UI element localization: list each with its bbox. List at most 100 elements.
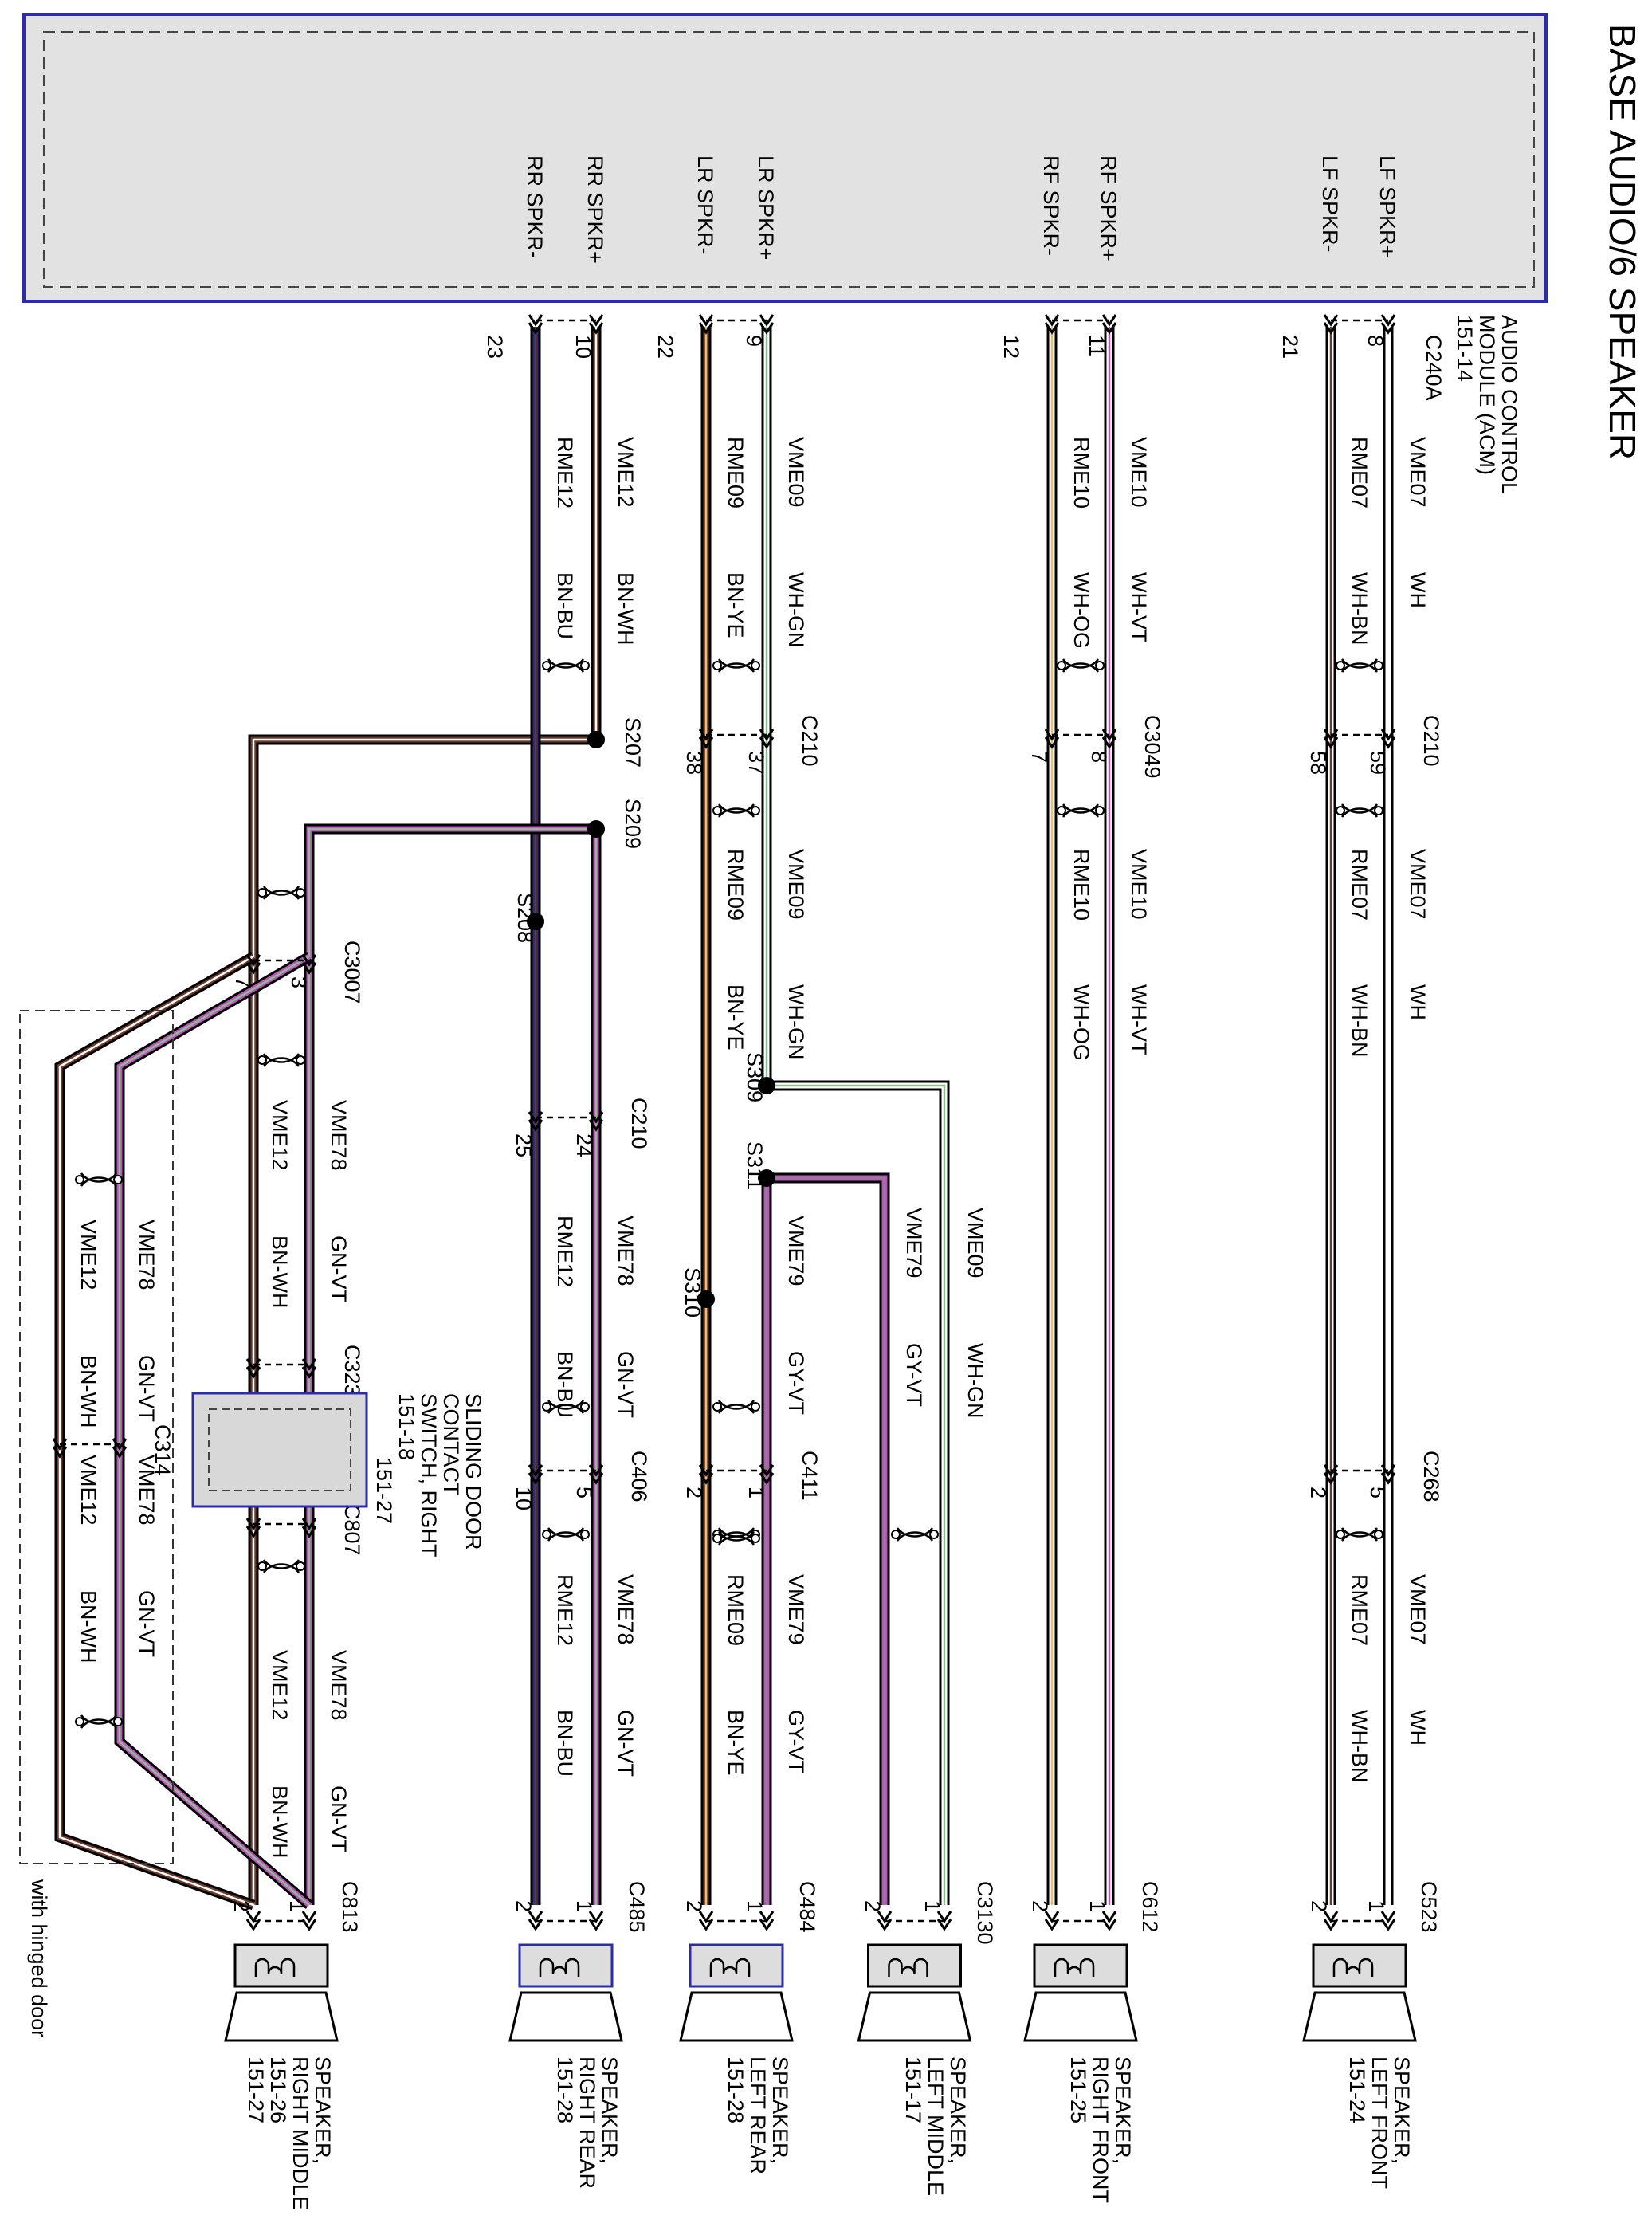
circuit-color-rme10: WH-OG <box>1069 572 1093 649</box>
circuit-id-vme12: VME12 <box>268 1100 292 1171</box>
circuit-id-rme12: RME12 <box>553 1574 577 1646</box>
wire-clip <box>712 1399 761 1415</box>
speaker-label-3-2: 151-17 <box>901 2056 925 2123</box>
wire-clip <box>74 1172 124 1188</box>
circuit-color-rme09: BN-YE <box>724 572 748 638</box>
circuit-id-vme78: VME78 <box>614 1216 638 1286</box>
circuit-id-vme10: VME10 <box>1127 437 1151 508</box>
speaker-pin-2-3: 2 <box>682 1900 706 1912</box>
pin-label-4: LR SPKR+ <box>754 155 778 260</box>
wire-clip <box>712 658 761 674</box>
circuit-color-vme09: WH-GN <box>963 1343 987 1418</box>
circuit-id-rme09: RME09 <box>724 1574 748 1646</box>
circuit-color-vme78: GN-VT <box>614 1710 638 1777</box>
speaker-label-1-2: SPEAKER, <box>946 2056 970 2164</box>
wire-clip <box>257 1052 306 1068</box>
speaker-label-2-2: LEFT MIDDLE <box>924 2056 948 2196</box>
wire-clip <box>1056 658 1105 674</box>
circuit-id-rme12: RME12 <box>553 1216 577 1287</box>
speaker-coil-icon <box>254 1958 296 1977</box>
wire-clip <box>74 1714 124 1730</box>
splice-s311 <box>758 1169 775 1187</box>
pin-label-6: RR SPKR+ <box>583 155 607 264</box>
splice-label-s207: S207 <box>621 717 645 768</box>
wire-clip <box>541 658 591 674</box>
splice-label-s209: S209 <box>621 799 645 849</box>
pin-number-6: 10 <box>571 335 595 359</box>
pin-number-4: 9 <box>742 335 766 347</box>
circuit-color-vme12: BN-WH <box>614 572 638 645</box>
speaker-label-3-0: 151-24 <box>1345 2056 1369 2123</box>
wire-clip <box>712 803 761 819</box>
speaker-cone-icon <box>679 1991 794 2042</box>
speaker-5 <box>224 1943 339 2042</box>
pin-label-0: LF SPKR+ <box>1375 155 1399 257</box>
pin-25: 25 <box>512 1133 536 1157</box>
speaker-connector-3: C484 <box>795 1881 819 1933</box>
circuit-color-rme09: BN-YE <box>724 1710 748 1776</box>
speaker-label-2-1: RIGHT FRONT <box>1089 2056 1112 2203</box>
circuit-id-vme12: VME12 <box>268 1650 292 1721</box>
pin-6: 2 <box>1306 1487 1330 1498</box>
pin-label-2: RF SPKR+ <box>1097 155 1120 261</box>
svg-text:SWITCH, RIGHT: SWITCH, RIGHT <box>417 1393 441 1557</box>
pin-7b: 7 <box>231 976 255 988</box>
connector-label-6: C406 <box>627 1451 651 1502</box>
connector-label-2: C210 <box>798 715 822 767</box>
connector-label-1: C3049 <box>1140 715 1164 779</box>
circuit-color-vme78: GN-VT <box>327 1235 351 1302</box>
circuit-color-vme12: BN-WH <box>268 1235 292 1308</box>
circuit-color-rme12: BN-BU <box>553 1710 577 1777</box>
pin-number-1: 21 <box>1278 335 1302 359</box>
circuit-color-vme78: GN-VT <box>135 1355 159 1422</box>
hinged-door-note: with hinged door <box>27 1879 51 2037</box>
wire-vme12-branch <box>248 734 596 1345</box>
svg-text:151-18: 151-18 <box>394 1393 418 1460</box>
speaker-label-3-4: 151-28 <box>553 2056 577 2123</box>
pin-10: 10 <box>512 1487 536 1510</box>
svg-text:MODULE (ACM): MODULE (ACM) <box>1475 315 1499 475</box>
speaker-pin-2-0: 2 <box>1307 1900 1331 1912</box>
wire-vme79-mid <box>767 1172 890 1905</box>
speaker-label-2-4: RIGHT REAR <box>575 2056 599 2189</box>
circuit-color-vme79: GY-VT <box>902 1343 926 1407</box>
speaker-connector-4: C485 <box>625 1881 649 1933</box>
splice-s309 <box>758 1077 775 1094</box>
speaker-label-2-5: RIGHT MIDDLE <box>288 2056 312 2210</box>
speaker-label-1-1: SPEAKER, <box>1111 2056 1135 2164</box>
circuit-color-vme07: WH <box>1406 984 1430 1020</box>
connector-label-0: C210 <box>1419 715 1443 767</box>
connector-label-7: C3007 <box>340 941 364 1004</box>
splice-label-s311: S311 <box>743 1141 767 1190</box>
speaker-pin-1-5: 1 <box>285 1900 309 1912</box>
speaker-pin-2-4: 2 <box>512 1900 536 1912</box>
splice-label-s309: S309 <box>743 1052 767 1102</box>
pin-8: 8 <box>1087 751 1111 763</box>
wire-vme09-branch <box>767 1080 950 1905</box>
circuit-id-rme12: RME12 <box>553 437 577 509</box>
speaker-coil-icon <box>888 1958 928 1977</box>
audio-control-module <box>22 13 1548 303</box>
wire-clip <box>1335 658 1384 674</box>
wire-clip <box>890 1526 940 1542</box>
pin-37: 37 <box>744 751 768 775</box>
diagram-title: BASE AUDIO/6 SPEAKER <box>1602 24 1643 460</box>
circuit-id-vme78: VME78 <box>327 1100 351 1171</box>
circuit-id-vme79: VME79 <box>784 1216 808 1286</box>
speaker-1 <box>1023 1943 1138 2042</box>
speaker-pin-1-1: 1 <box>1085 1900 1109 1912</box>
circuit-color-rme12: BN-BU <box>553 1351 577 1418</box>
svg-text:151-14: 151-14 <box>1453 315 1477 382</box>
pin-number-2: 11 <box>1085 335 1109 357</box>
circuit-id-rme07: RME07 <box>1348 437 1371 509</box>
circuit-id-vme79: VME79 <box>902 1208 926 1279</box>
circuit-color-vme79: GY-VT <box>784 1710 808 1773</box>
splice-s207 <box>587 731 605 748</box>
circuit-color-rme07: WH-BN <box>1348 984 1371 1057</box>
speaker-cone-icon <box>1023 1991 1138 2042</box>
splice-s208 <box>527 913 544 930</box>
pin-label-7: RR SPKR- <box>523 155 547 258</box>
speaker-coil-box <box>1312 1943 1407 1988</box>
circuit-id-vme07: VME07 <box>1406 849 1430 920</box>
speaker-label-1-3: SPEAKER, <box>768 2056 792 2164</box>
